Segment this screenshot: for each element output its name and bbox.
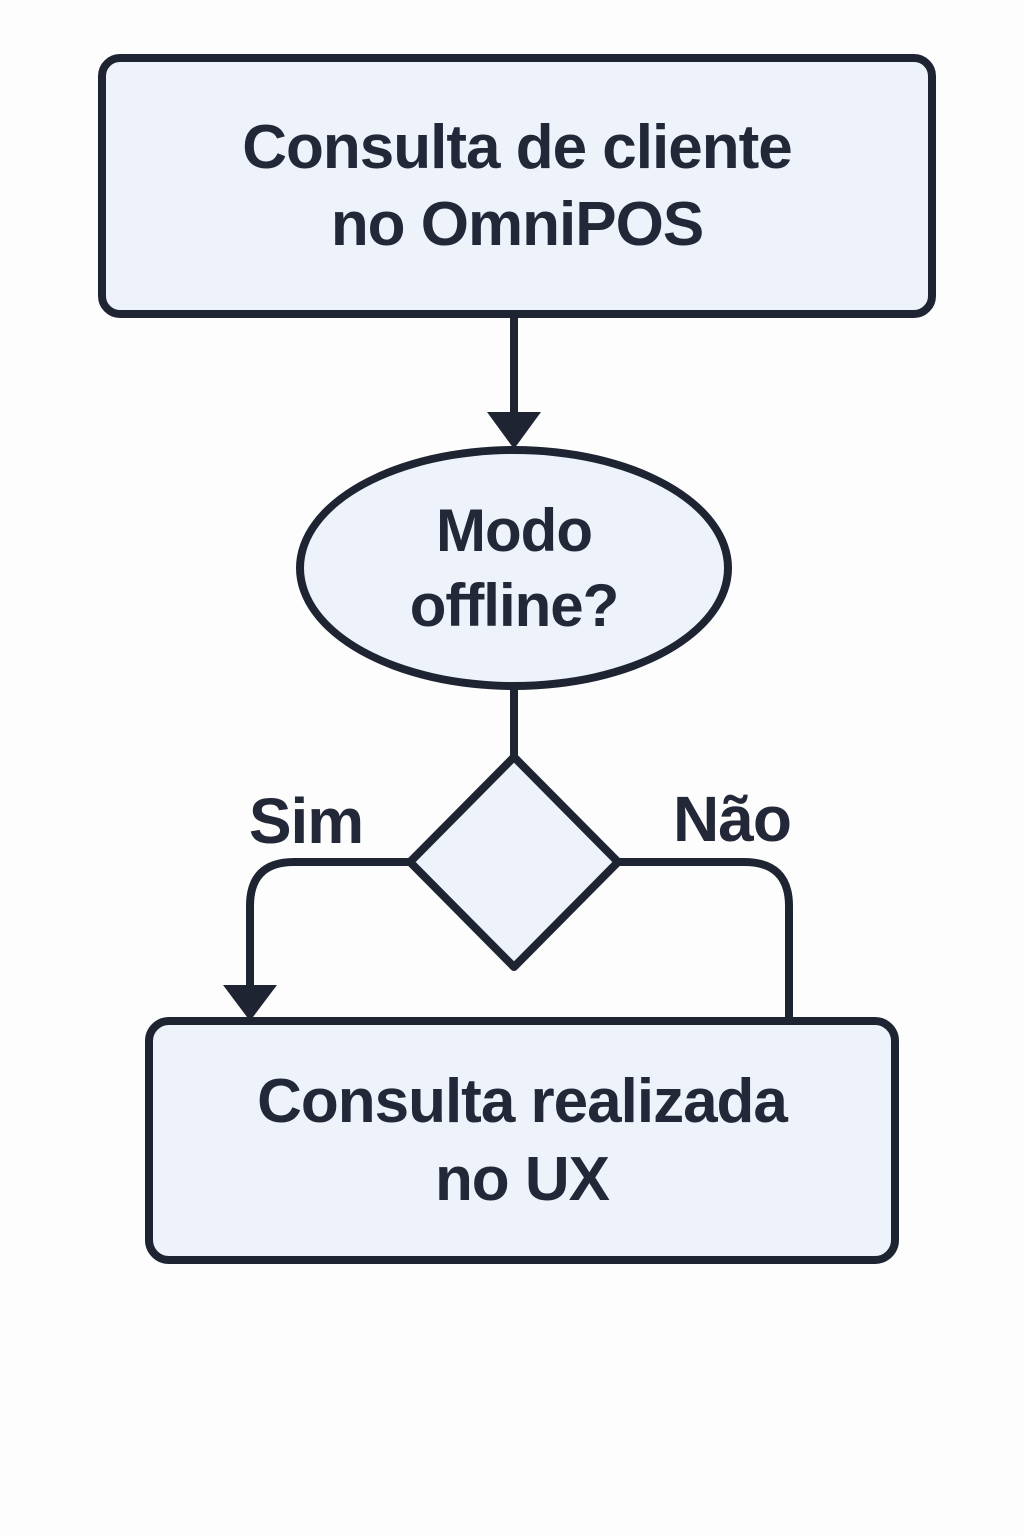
arrowhead-sim-icon [223, 985, 277, 1021]
edge-sim [246, 858, 410, 986]
node-end-line-2: no UX [434, 1144, 610, 1214]
node-end-line-1: Consulta realizada [257, 1067, 788, 1136]
node-question-line-1: Modo [436, 497, 593, 564]
decision-diamond [406, 753, 622, 971]
node-start: Consulta de cliente no OmniPOS [98, 54, 936, 318]
arrowhead-question-icon [487, 412, 541, 449]
node-start-line-2: no OmniPOS [330, 190, 704, 259]
node-question: Modo offline? [296, 446, 732, 690]
edge-label-nao: Não [673, 783, 792, 855]
node-end: Consulta realizada no UX [145, 1017, 899, 1264]
edge-label-sim: Sim [248, 785, 364, 857]
node-question-line-2: offline? [409, 572, 620, 639]
node-start-line-1: Consulta de cliente [242, 112, 792, 182]
edge-nao [618, 858, 793, 1021]
